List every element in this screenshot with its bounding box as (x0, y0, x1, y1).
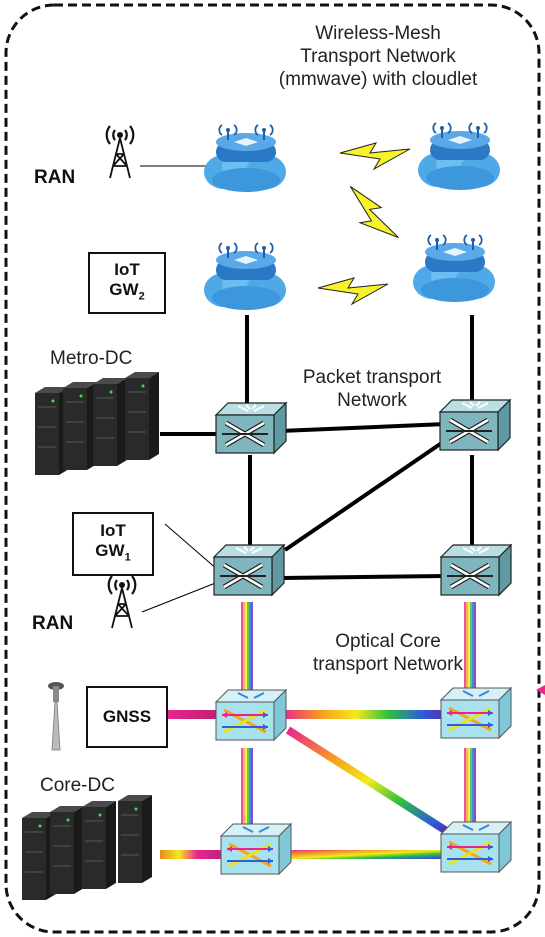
gnss-box: GNSS (86, 686, 168, 748)
iot-gw2-line1: IoT (114, 259, 140, 279)
iot-gw1-line2: GW1 (95, 540, 131, 564)
optical-vertical-links (241, 602, 476, 830)
ran-bottom-link (141, 581, 219, 613)
core-dc-label: Core-DC (40, 775, 115, 796)
packet-network-line2: Network (337, 390, 407, 411)
network-boundary (4, 3, 541, 934)
optical-switch-top-right[interactable] (439, 686, 513, 740)
iot-gw1-line1: IoT (100, 520, 126, 540)
mesh-router-mid-left[interactable] (203, 242, 287, 311)
optical-diagonal-link (285, 726, 451, 836)
core-dc-server-rack-icon (21, 794, 153, 901)
iot-gw2-line2: GW2 (109, 279, 145, 303)
optical-switch-top-left[interactable] (214, 688, 288, 742)
metro-dc-server-rack-icon (34, 371, 160, 476)
packet-network-line1: Packet transport (302, 367, 442, 388)
antenna-tower-icon (105, 124, 135, 180)
mesh-router-top-right[interactable] (417, 122, 501, 191)
optical-network-label: Optical Core transport Network (288, 630, 488, 676)
edge-arrow-marker (536, 685, 545, 695)
optical-network-line2: transport Network (313, 654, 463, 675)
lightning-link-icon (339, 142, 411, 170)
optical-network-line1: Optical Core (335, 631, 441, 652)
optical-bottom-link (282, 850, 446, 859)
gnss-optical-link (168, 710, 220, 719)
mesh-title: Wireless-Mesh Transport Network (mmwave)… (268, 22, 488, 91)
packet-switch-lower-left[interactable] (214, 545, 284, 595)
coredc-optical-link (160, 850, 222, 859)
packet-switch-lower-right[interactable] (441, 545, 511, 595)
packet-network-label: Packet transport Network (272, 366, 472, 412)
mesh-router-mid-right[interactable] (412, 234, 496, 303)
optical-top-link (282, 710, 446, 719)
mesh-router-top-left[interactable] (203, 124, 287, 193)
metro-dc-label: Metro-DC (50, 348, 133, 369)
lightning-link-icon (337, 179, 404, 251)
mesh-title-line1: Wireless-Mesh (315, 23, 441, 44)
mesh-title-line2: Transport Network (300, 46, 456, 67)
gnss-antenna-icon (48, 682, 64, 751)
optical-switch-bottom-left[interactable] (219, 822, 293, 876)
antenna-tower-icon (107, 574, 137, 630)
mesh-title-line3: (mmwave) with cloudlet (278, 69, 478, 90)
ran-bottom-label: RAN (32, 613, 74, 634)
optical-switch-bottom-right[interactable] (439, 820, 513, 874)
iot-gw1-box: IoT GW1 (72, 512, 154, 576)
ran-top-label: RAN (34, 167, 76, 188)
iot-gw2-box: IoT GW2 (88, 252, 166, 314)
packet-links (160, 315, 474, 580)
lightning-link-icon (317, 277, 389, 305)
iot-gw1-link (164, 523, 219, 571)
